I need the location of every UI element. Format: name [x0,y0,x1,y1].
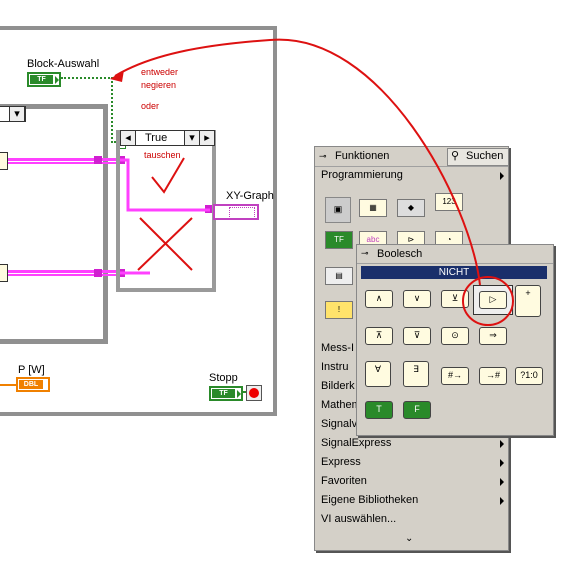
xnor-gate-icon[interactable]: ⊙ [441,327,469,345]
tf-terminal-icon: TF [212,389,235,398]
menu-item-partial-1[interactable]: Instru [321,361,349,373]
array-icon[interactable]: ▦ [359,199,387,217]
chevron-right-icon [500,440,504,448]
or-gate-icon[interactable]: ∨ [403,290,431,308]
wire-top-2[interactable] [8,162,120,164]
chevron-right-icon [500,497,504,505]
functions-title: Funktionen [335,150,390,162]
menu-item-partial-4[interactable]: Signalv [321,418,358,430]
not-gate-icon[interactable]: ▷ [479,291,507,309]
pin-icon[interactable]: ⊸ [319,151,327,161]
functions-palette-header: ⊸ Funktionen ⚲ Suchen [315,147,509,167]
note-negate: entweder negieren [141,67,179,90]
cluster-icon[interactable]: ◆ [397,199,425,217]
wire-top[interactable] [8,158,120,161]
terminal-arrow-icon [237,390,241,398]
false-constant-icon[interactable]: F [403,401,431,419]
left-selector[interactable]: ▾ [0,106,26,122]
implies-gate-icon[interactable]: ⇒ [479,327,507,345]
not-gate-selected[interactable]: ▷ [473,285,513,315]
boolean-palette[interactable]: ⊸ Boolesch NICHT ∧ ∨ ⊻ ▷ + ⊼ ⊽ ⊙ ⇒ ∀ ∃ #… [356,244,554,436]
boolean-title: Boolesch [377,248,423,260]
dropdown-arrow-icon[interactable]: ▾ [9,106,25,122]
tf-terminal-icon: TF [30,75,53,84]
menu-item-signalexpress[interactable]: SignalExpress [321,437,392,449]
bool-wire[interactable] [61,77,113,79]
stop-sign-icon [249,388,259,398]
array-terminal-top[interactable] [0,152,8,170]
boolean-to-int-icon[interactable]: ?1:0 [515,367,543,385]
chevron-right-icon [500,478,504,486]
dialog-icon[interactable]: ▤ [325,267,353,285]
and-array-elements-icon[interactable]: ∀ [365,361,391,387]
xor-gate-icon[interactable]: ⊻ [441,290,469,308]
tooltip-text: NICHT [438,267,470,278]
and-gate-icon[interactable]: ∧ [365,290,393,308]
menu-item-partial-2[interactable]: Bilderk [321,380,355,392]
menu-item-partial-0[interactable]: Mess-I [321,342,354,354]
menu-item-favorites[interactable]: Favoriten [321,475,367,487]
block-select-label: Block-Auswahl [27,58,100,70]
case-wire-top [120,158,210,212]
nor-gate-icon[interactable]: ⊽ [403,327,431,345]
pin-icon[interactable]: ⊸ [361,248,369,258]
chevron-right-icon [500,172,504,180]
search-icon: ⚲ [451,150,460,162]
check-mark-annotation [151,157,185,194]
stop-condition-icon[interactable] [246,385,262,401]
search-button[interactable]: ⚲ Suchen [447,148,509,166]
power-label: P [W] [18,364,45,376]
nand-gate-icon[interactable]: ⊼ [365,327,393,345]
dbl-terminal-icon: DBL [19,380,43,389]
boolean-icon[interactable]: TF [325,231,353,249]
expand-more-icon[interactable]: ⌄ [405,533,414,544]
xy-graph-label: XY-Graph [226,190,274,202]
error-icon[interactable]: ! [325,301,353,319]
stop-terminal[interactable]: TF [209,386,243,401]
tunnel[interactable] [94,269,102,277]
true-constant-icon[interactable]: T [365,401,393,419]
menu-item-user-libraries[interactable]: Eigene Bibliotheken [321,494,419,506]
power-terminal[interactable]: DBL [16,377,50,392]
menu-item-partial-3[interactable]: Mathem [321,399,361,411]
case-wiring [120,157,210,275]
wire-bottom-2[interactable] [8,274,120,276]
tunnel[interactable] [94,156,102,164]
category-programming[interactable]: Programmierung [321,169,403,181]
menu-item-express[interactable]: Express [321,456,361,468]
stop-label: Stopp [209,372,238,384]
structures-icon[interactable]: ▣ [325,197,351,223]
search-label: Suchen [466,150,504,162]
or-array-elements-icon[interactable]: ∃ [403,361,429,387]
numeric-icon[interactable]: 123 [435,193,463,211]
boolean-palette-header: ⊸ Boolesch [357,245,553,264]
tooltip-bar: NICHT [361,266,547,279]
graph-icon [229,207,255,219]
number-to-boolean-array-icon[interactable]: #→ [441,367,469,385]
menu-item-select-vi[interactable]: VI auswählen... [321,513,397,525]
compound-arithmetic-icon[interactable]: + [515,285,541,317]
stop-wire[interactable] [243,391,247,393]
chevron-right-icon [500,459,504,467]
terminal-arrow-icon [55,76,59,84]
note-or: oder [141,101,160,111]
block-select-terminal[interactable]: TF [27,72,61,87]
loop-structure[interactable] [0,104,108,344]
bool-wire[interactable] [111,77,113,143]
power-wire[interactable] [0,384,16,386]
xy-graph-terminal[interactable] [213,204,259,220]
wire-bottom[interactable] [8,270,120,273]
boolean-array-to-number-icon[interactable]: →# [479,367,507,385]
array-terminal-bottom[interactable] [0,264,8,282]
